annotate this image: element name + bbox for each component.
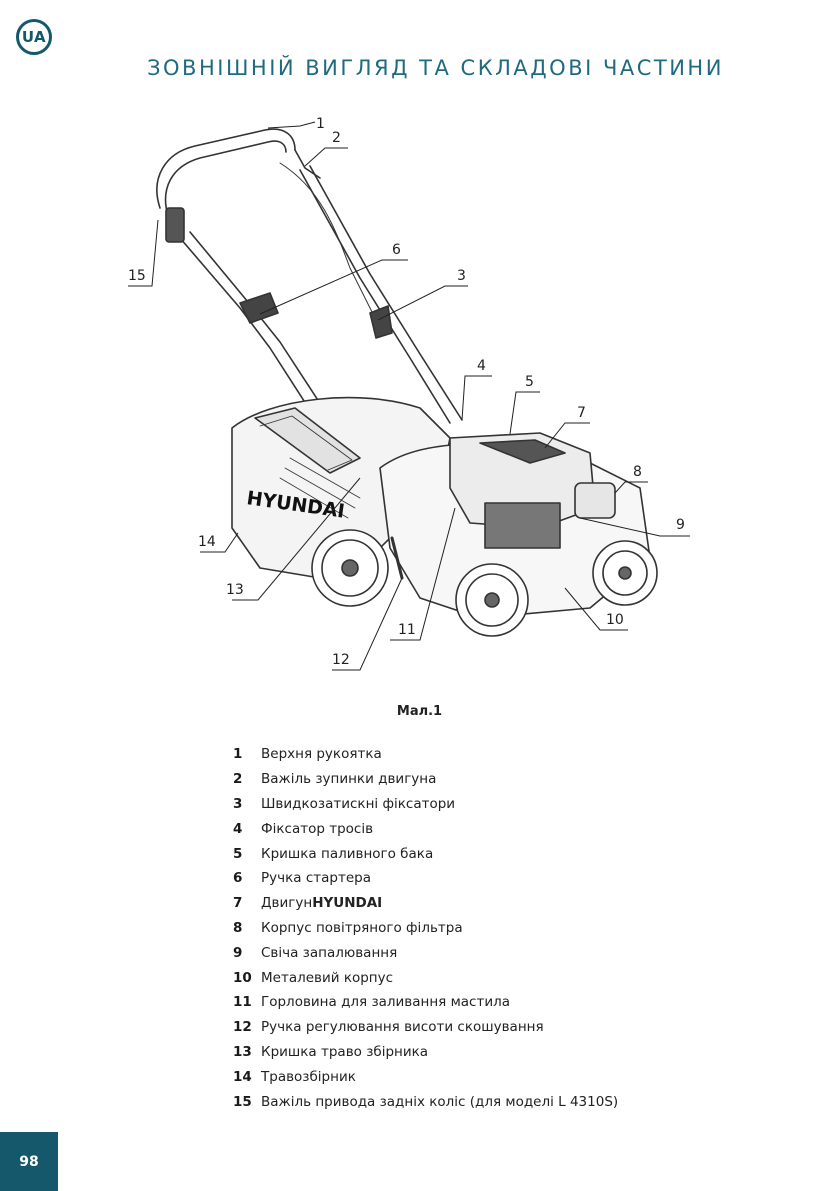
part-number: 4 — [233, 820, 243, 837]
upper-handle-outline — [156, 128, 296, 209]
part-number: 6 — [233, 870, 243, 887]
list-item: 15 Важіль привода задніх коліс (для модел… — [233, 1089, 618, 1114]
part-number: 9 — [233, 944, 243, 961]
list-item: 1 Верхня рукоятка — [233, 742, 618, 767]
callout-3: 3 — [457, 268, 466, 284]
list-item: 5 Кришка паливного бака — [233, 841, 618, 866]
callout-8: 8 — [633, 464, 642, 480]
part-name: Металевий корпус — [261, 969, 394, 986]
list-item: 14 Травозбірник — [233, 1064, 618, 1089]
parts-list: 1 Верхня рукоятка 2 Важіль зупинки двигуна… — [233, 742, 618, 1114]
part-name: Горловина для заливання мастила — [261, 994, 511, 1011]
page-title: ЗОВНІШНІЙ ВИГЛЯД ТА СКЛАДОВІ ЧАСТИНИ — [147, 56, 724, 80]
callout-12: 12 — [332, 652, 350, 668]
callout-4: 4 — [477, 358, 486, 374]
callout-14: 14 — [198, 534, 216, 550]
part-name: Фіксатор тросів — [261, 820, 374, 837]
part-name: Ручка регулювання висоти скошування — [261, 1019, 544, 1036]
part-name: Важіль привода задніх коліс (для моделі … — [261, 1093, 619, 1110]
list-item: 2 Важіль зупинки двигуна — [233, 767, 618, 792]
part-number: 5 — [233, 845, 243, 862]
callout-15: 15 — [128, 268, 146, 284]
list-item: 13 Кришка траво збірника — [233, 1040, 618, 1065]
list-item: 4 Фіксатор тросів — [233, 816, 618, 841]
part-number: 10 — [233, 969, 252, 986]
callout-2: 2 — [332, 130, 341, 146]
part-brand: HYUNDAI — [312, 895, 383, 912]
list-item: 9 Свіча запалювання — [233, 940, 618, 965]
figure-caption: Мал.1 — [396, 704, 443, 719]
list-item: 7 Двигун HYUNDAI — [233, 891, 618, 916]
list-item: 10 Металевий корпус — [233, 965, 618, 990]
part-name: Кришка траво збірника — [261, 1043, 429, 1060]
part-number: 14 — [233, 1068, 252, 1085]
lawnmower-figure: HYUNDAI 1 2 3 4 5 6 7 8 9 10 1 — [120, 108, 700, 688]
part-name: Корпус повітряного фільтра — [261, 919, 463, 936]
callout-6: 6 — [392, 242, 401, 258]
list-item: 3 Швидкозатискні фіксатори — [233, 792, 618, 817]
language-badge: UA — [16, 19, 52, 55]
lawnmower-illustration: HYUNDAI 1 2 3 4 5 6 7 8 9 10 1 — [128, 116, 690, 671]
callout-13: 13 — [226, 582, 244, 598]
part-name: Швидкозатискні фіксатори — [261, 795, 456, 812]
callout-5: 5 — [525, 374, 534, 390]
part-number: 12 — [233, 1019, 252, 1036]
list-item: 11 Горловина для заливання мастила — [233, 990, 618, 1015]
part-number: 2 — [233, 771, 243, 788]
part-number: 7 — [233, 895, 243, 912]
callout-11: 11 — [398, 622, 416, 638]
list-item: 8 Корпус повітряного фільтра — [233, 916, 618, 941]
part-name: Верхня рукоятка — [261, 746, 382, 763]
part-name: Ручка стартера — [261, 870, 371, 887]
callout-9: 9 — [676, 517, 685, 533]
callout-1: 1 — [316, 116, 325, 132]
part-name: Важіль зупинки двигуна — [261, 771, 437, 788]
part-number: 11 — [233, 994, 252, 1011]
part-name: Двигун — [261, 895, 313, 912]
part-name: Свіча запалювання — [261, 944, 398, 961]
list-item: 6 Ручка стартера — [233, 866, 618, 891]
part-number: 8 — [233, 919, 243, 936]
list-item: 12 Ручка регулювання висоти скошування — [233, 1015, 618, 1040]
page-number: 98 — [0, 1132, 58, 1191]
part-number: 3 — [233, 795, 243, 812]
part-number: 15 — [233, 1093, 252, 1110]
part-name: Кришка паливного бака — [261, 845, 434, 862]
callout-7: 7 — [577, 405, 586, 421]
callout-10: 10 — [606, 612, 624, 628]
part-name: Травозбірник — [261, 1068, 356, 1085]
part-number: 1 — [233, 746, 243, 763]
part-number: 13 — [233, 1043, 252, 1060]
